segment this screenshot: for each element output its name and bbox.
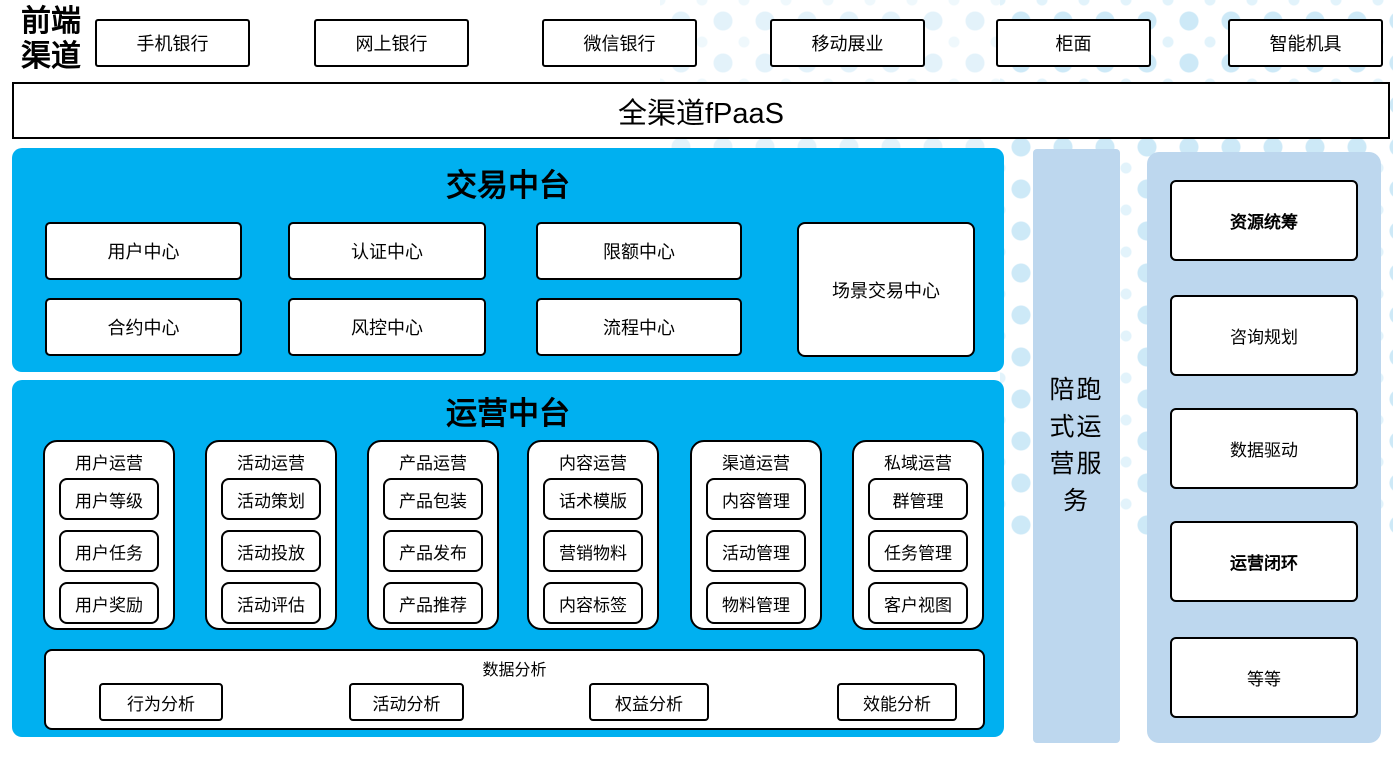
ops-group-title: 活动运营 bbox=[237, 454, 305, 473]
ops-group-title: 用户运营 bbox=[75, 454, 143, 473]
ops-item: 活动评估 bbox=[221, 582, 321, 624]
front-channels-label: 前端 渠道 bbox=[10, 4, 92, 74]
ops-item: 群管理 bbox=[868, 478, 968, 520]
ops-group-title: 渠道运营 bbox=[722, 454, 790, 473]
front-channels-label-line2: 渠道 bbox=[21, 40, 81, 73]
ops-item: 内容管理 bbox=[706, 478, 806, 520]
ops-group-title: 内容运营 bbox=[559, 454, 627, 473]
channel-box-online-banking: 网上银行 bbox=[314, 19, 469, 67]
ops-item: 客户视图 bbox=[868, 582, 968, 624]
accompany-service-label-line: 务 bbox=[1062, 487, 1090, 515]
channel-box-mobile-banking: 手机银行 bbox=[95, 19, 250, 67]
accompany-service-label-line: 陪跑 bbox=[1049, 376, 1104, 404]
accompany-service-column: 陪跑 式运 营服 务 bbox=[1033, 149, 1120, 743]
center-box-limit: 限额中心 bbox=[536, 222, 742, 280]
ops-group-title: 产品运营 bbox=[399, 454, 467, 473]
channel-box-counter: 柜面 bbox=[996, 19, 1151, 67]
channel-box-mobile-sales: 移动展业 bbox=[770, 19, 925, 67]
feature-box-data-driven: 数据驱动 bbox=[1170, 408, 1358, 489]
analysis-box-behavior: 行为分析 bbox=[99, 683, 223, 721]
feature-box-etc: 等等 bbox=[1170, 637, 1358, 718]
center-box-risk: 风控中心 bbox=[288, 298, 486, 356]
feature-box-consulting-planning: 咨询规划 bbox=[1170, 295, 1358, 376]
ops-group-product: 产品运营 产品包装 产品发布 产品推荐 bbox=[367, 440, 499, 630]
ops-item: 用户等级 bbox=[59, 478, 159, 520]
ops-item: 产品包装 bbox=[383, 478, 483, 520]
fpaas-bar: 全渠道fPaaS bbox=[12, 82, 1390, 139]
data-analysis-title: 数据分析 bbox=[482, 662, 547, 679]
channel-box-wechat-banking: 微信银行 bbox=[542, 19, 697, 67]
ops-item: 活动投放 bbox=[221, 530, 321, 572]
ops-item: 活动策划 bbox=[221, 478, 321, 520]
ops-group-activity: 活动运营 活动策划 活动投放 活动评估 bbox=[205, 440, 337, 630]
transaction-platform-panel: 交易中台 用户中心 认证中心 限额中心 合约中心 风控中心 流程中心 场景交易中… bbox=[12, 148, 1004, 372]
operations-platform-title: 运营中台 bbox=[446, 396, 570, 431]
analysis-box-efficiency: 效能分析 bbox=[837, 683, 957, 721]
ops-item: 产品发布 bbox=[383, 530, 483, 572]
ops-group-channel: 渠道运营 内容管理 活动管理 物料管理 bbox=[690, 440, 822, 630]
feature-box-operation-loop: 运营闭环 bbox=[1170, 521, 1358, 602]
operations-platform-panel: 运营中台 用户运营 用户等级 用户任务 用户奖励 活动运营 活动策划 活动投放 … bbox=[12, 380, 1004, 737]
analysis-box-activity: 活动分析 bbox=[349, 683, 464, 721]
ops-item: 用户奖励 bbox=[59, 582, 159, 624]
center-box-auth: 认证中心 bbox=[288, 222, 486, 280]
ops-item: 话术模版 bbox=[543, 478, 643, 520]
ops-item: 活动管理 bbox=[706, 530, 806, 572]
center-box-process: 流程中心 bbox=[536, 298, 742, 356]
ops-group-title: 私域运营 bbox=[884, 454, 952, 473]
data-analysis-panel: 数据分析 行为分析 活动分析 权益分析 效能分析 bbox=[44, 649, 985, 730]
center-box-scenario-transaction: 场景交易中心 bbox=[797, 222, 975, 357]
ops-item: 产品推荐 bbox=[383, 582, 483, 624]
accompany-service-label-line: 式运 bbox=[1049, 413, 1104, 441]
ops-group-private-domain: 私域运营 群管理 任务管理 客户视图 bbox=[852, 440, 984, 630]
channel-box-smart-machines: 智能机具 bbox=[1228, 19, 1383, 67]
front-channels-label-line1: 前端 bbox=[21, 5, 81, 38]
center-box-contract: 合约中心 bbox=[45, 298, 242, 356]
center-box-user: 用户中心 bbox=[45, 222, 242, 280]
feature-box-resource-coordination: 资源统筹 bbox=[1170, 180, 1358, 261]
ops-item: 任务管理 bbox=[868, 530, 968, 572]
ops-group-content: 内容运营 话术模版 营销物料 内容标签 bbox=[527, 440, 659, 630]
ops-item: 用户任务 bbox=[59, 530, 159, 572]
transaction-platform-title: 交易中台 bbox=[446, 168, 570, 203]
ops-item: 物料管理 bbox=[706, 582, 806, 624]
ops-item: 营销物料 bbox=[543, 530, 643, 572]
accompany-service-label-line: 营服 bbox=[1049, 450, 1104, 478]
analysis-box-rights: 权益分析 bbox=[589, 683, 709, 721]
ops-group-user: 用户运营 用户等级 用户任务 用户奖励 bbox=[43, 440, 175, 630]
ops-item: 内容标签 bbox=[543, 582, 643, 624]
